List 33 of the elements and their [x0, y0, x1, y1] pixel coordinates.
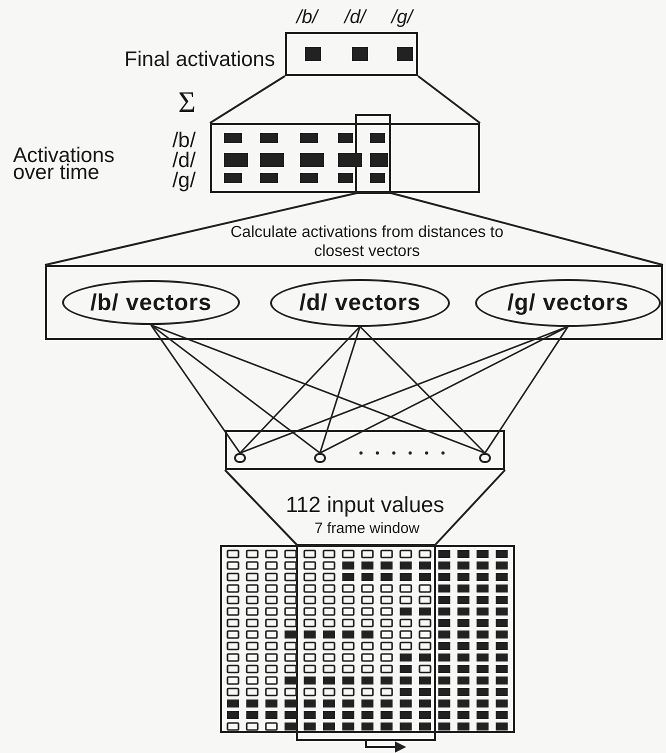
- projection-line: [224, 469, 298, 546]
- projection-line: [390, 192, 664, 266]
- projection-line: [434, 469, 506, 546]
- vector-ellipse: [270, 278, 450, 326]
- connection-line: [484, 326, 569, 454]
- side-label: /b/: [171, 131, 197, 151]
- box-heading: Activations over time: [13, 147, 116, 181]
- vector-ellipse: [62, 280, 240, 325]
- side-label: /g/: [390, 6, 415, 30]
- connection-line: [359, 326, 486, 454]
- connection-line: [150, 324, 241, 454]
- side-label: /d/: [342, 6, 368, 30]
- ellipse-label: /d/ vectors: [299, 288, 421, 318]
- connection-line: [320, 326, 568, 454]
- side-label: /g/: [171, 171, 197, 191]
- sum-symbol: Σ: [177, 85, 197, 121]
- box-heading: Final activations: [124, 47, 275, 73]
- side-label: /b/: [294, 6, 320, 30]
- ellipse-label: /b/ vectors: [90, 288, 212, 318]
- connection-line: [150, 324, 486, 454]
- side-label: /d/: [171, 151, 197, 171]
- diagram-label: 112 input values: [284, 491, 446, 519]
- ellipse-label: /g/ vectors: [507, 288, 629, 318]
- projection-line: [44, 192, 358, 266]
- side-label: 7 frame window: [313, 519, 421, 539]
- box-heading: Calculate activations from distances to closest vectors: [229, 223, 504, 261]
- connection-line: [319, 326, 361, 454]
- connection-line: [150, 324, 320, 454]
- projection-line: [209, 75, 286, 124]
- vector-ellipse: [475, 278, 661, 326]
- projection-line: [417, 75, 481, 124]
- input-box: [225, 430, 505, 470]
- connection-line: [239, 326, 361, 454]
